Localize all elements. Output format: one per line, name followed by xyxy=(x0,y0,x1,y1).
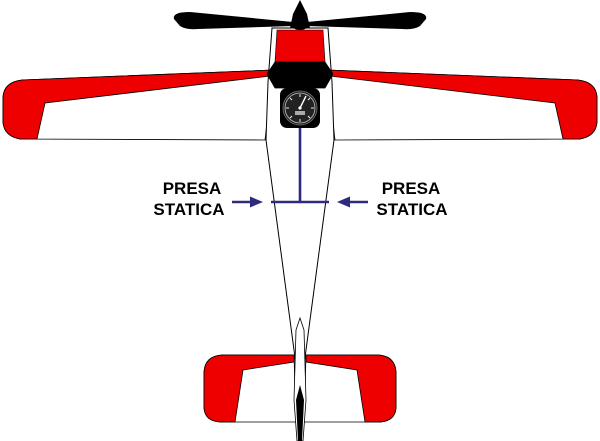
left-wing-tip-red xyxy=(2,69,274,140)
callout-left-line1: PRESA xyxy=(163,179,222,198)
horizontal-stabilizer xyxy=(203,354,397,423)
arrow-icon-left xyxy=(232,196,263,208)
arrow-icon-right xyxy=(337,196,368,208)
propeller-blade-right xyxy=(307,12,427,30)
nose-red xyxy=(274,29,326,63)
instrument-needle xyxy=(299,95,307,109)
right-wing-tip-red xyxy=(326,69,598,140)
cowling-seam-left xyxy=(266,69,274,75)
rudder-black xyxy=(296,385,304,441)
static-line xyxy=(271,128,329,204)
propeller-blade-left xyxy=(173,12,293,30)
instrument-pivot xyxy=(298,106,302,110)
engine-cowling xyxy=(266,61,334,89)
vertical-fin xyxy=(293,316,307,441)
propeller xyxy=(173,0,427,30)
right-stabilizer-red xyxy=(305,354,397,423)
left-stabilizer-red xyxy=(203,354,295,423)
callout-right-line1: PRESA xyxy=(382,179,441,198)
main-wing xyxy=(2,69,598,141)
left-wing xyxy=(2,69,274,141)
instrument-window xyxy=(295,111,305,115)
callout-left-line2: STATICA xyxy=(153,200,224,219)
callout-left: PRESA STATICA xyxy=(153,179,224,219)
airspeed-indicator-icon xyxy=(280,88,320,128)
callout-right: PRESA STATICA xyxy=(376,179,447,219)
instrument-ticks xyxy=(286,94,314,122)
right-wing xyxy=(326,69,598,141)
callout-right-line2: STATICA xyxy=(376,200,447,219)
propeller-hub xyxy=(291,18,309,30)
cowling-seam-right xyxy=(326,69,334,75)
